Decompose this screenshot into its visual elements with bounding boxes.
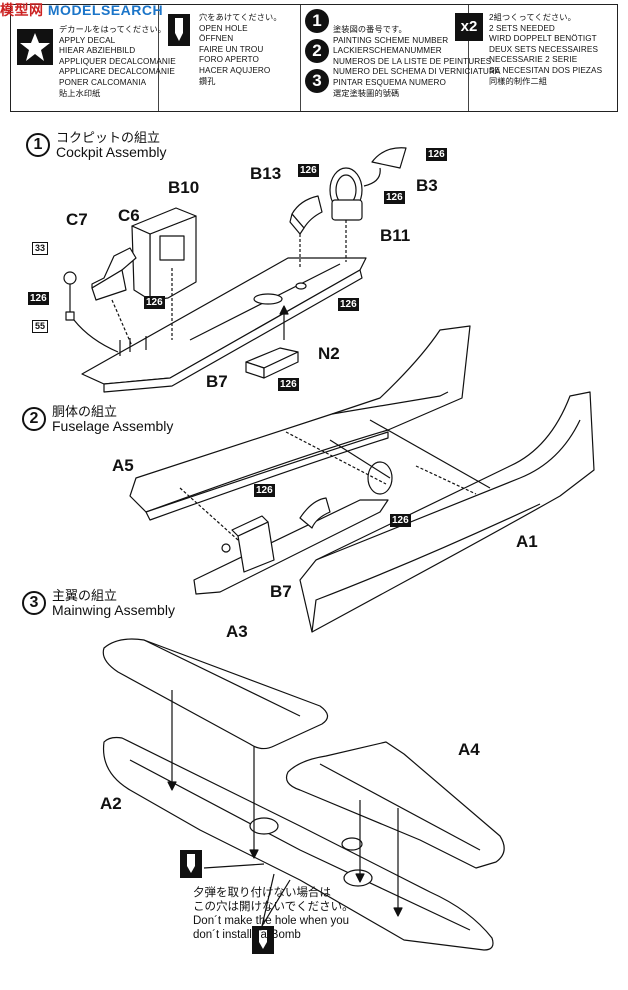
paint-tag: 126: [278, 378, 299, 391]
note-jp-1: 夕弾を取り付けない場合は: [193, 887, 331, 899]
legend-decal-text: デカールをはってください。 APPLY DECAL HIEAR ABZIEHBI…: [59, 25, 176, 98]
part-label-n2: N2: [318, 344, 340, 363]
legend-sets-text: 2組つくってください。 2 SETS NEEDED WIRD DOPPELT B…: [489, 13, 603, 86]
part-label-b7-step2: B7: [270, 582, 292, 601]
legend-box: デカールをはってください。 APPLY DECAL HIEAR ABZIEHBI…: [10, 4, 618, 112]
legend-decal-cell: デカールをはってください。 APPLY DECAL HIEAR ABZIEHBI…: [11, 5, 176, 111]
paint-tag-55: 55: [32, 320, 49, 333]
drill-hole-icon: [168, 14, 190, 46]
part-n2: [245, 347, 299, 369]
scheme-3-icon: 3: [305, 69, 329, 93]
part-label-a4: A4: [458, 740, 480, 759]
step-2-number: 2: [22, 407, 46, 431]
paint-tag: 126: [390, 514, 411, 527]
step-3-title-jp: 主翼の組立: [52, 588, 118, 603]
legend-hole-text: 穴をあけてください。 OPEN HOLE ÖFFNEN FAIRE UN TRO…: [199, 13, 282, 86]
paint-tag: 126: [338, 298, 359, 311]
part-label-a3: A3: [226, 622, 248, 641]
step-1-title-jp: コクピットの組立: [56, 130, 161, 145]
part-label-c7: C7: [66, 210, 88, 229]
seat-c6: [91, 247, 137, 289]
seat-back-b10: [149, 215, 197, 301]
ta-bomb-note: 夕弾を取り付けない場合は この穴は開けないでください。 Don´t make t…: [193, 886, 354, 942]
note-en-1: Don´t make the hole when you: [193, 915, 349, 927]
part-label-b13: B13: [250, 164, 282, 183]
scheme-2-icon: 2: [305, 39, 329, 63]
legend-hole-cell: 穴をあけてください。 OPEN HOLE ÖFFNEN FAIRE UN TRO…: [159, 5, 301, 111]
legend-scheme-text: 塗装図の番号です。 PAINTING SCHEME NUMBER LACKIER…: [333, 25, 501, 98]
step-1-title-en: Cockpit Assembly: [56, 144, 167, 160]
paint-tag: 126: [426, 148, 447, 161]
part-b13: [291, 195, 323, 229]
note-en-2: don´t install Ta-Bomb: [193, 929, 301, 941]
step-1-number: 1: [26, 133, 50, 157]
fuselage-left-a5: [129, 325, 471, 513]
wing-right-a4: [285, 741, 505, 869]
cockpit-assembled: [193, 499, 389, 595]
wing-upper-a3: [102, 638, 329, 750]
watermark-en: MODELSEARCH: [47, 2, 164, 18]
paint-tag: 126: [254, 484, 275, 497]
paint-tag: 126: [28, 292, 49, 305]
part-label-c6: C6: [118, 206, 140, 225]
step-2-title-jp: 胴体の組立: [52, 404, 118, 419]
step-2-title-en: Fuselage Assembly: [52, 418, 174, 434]
part-b3: [371, 147, 407, 169]
note-jp-2: この穴は開けないでください。: [193, 901, 354, 913]
paint-tag: 126: [384, 191, 405, 204]
watermark: 模型网 MODELSEARCH: [0, 0, 163, 20]
scheme-number-icons: 1 2 3: [305, 9, 329, 93]
scheme-1-icon: 1: [305, 9, 329, 33]
step-3-title-en: Mainwing Assembly: [52, 602, 175, 618]
watermark-cn: 模型网: [0, 2, 44, 18]
paint-tag-33: 33: [32, 242, 49, 255]
fuselage-right-a1: [299, 391, 595, 633]
stick-c7: [63, 271, 77, 285]
x2-icon: x2: [455, 13, 483, 41]
legend-scheme-cell: 1 2 3 塗装図の番号です。 PAINTING SCHEME NUMBER L…: [301, 5, 500, 111]
part-label-b11: B11: [380, 226, 411, 245]
step-3-number: 3: [22, 591, 46, 615]
part-label-a1: A1: [516, 532, 538, 551]
part-label-b10: B10: [168, 178, 200, 197]
legend-sets-cell: x2 2組つくってください。 2 SETS NEEDED WIRD DOPPEL…: [455, 5, 619, 111]
frame-b11: [329, 167, 363, 213]
paint-tag: 126: [298, 164, 319, 177]
part-label-a2: A2: [100, 794, 122, 813]
paint-tag: 126: [144, 296, 165, 309]
cockpit-floor-b7: [81, 257, 367, 385]
part-label-a5: A5: [112, 456, 134, 475]
part-label-b3: B3: [416, 176, 438, 195]
part-label-b7: B7: [206, 372, 228, 391]
decal-icon: [17, 29, 53, 65]
